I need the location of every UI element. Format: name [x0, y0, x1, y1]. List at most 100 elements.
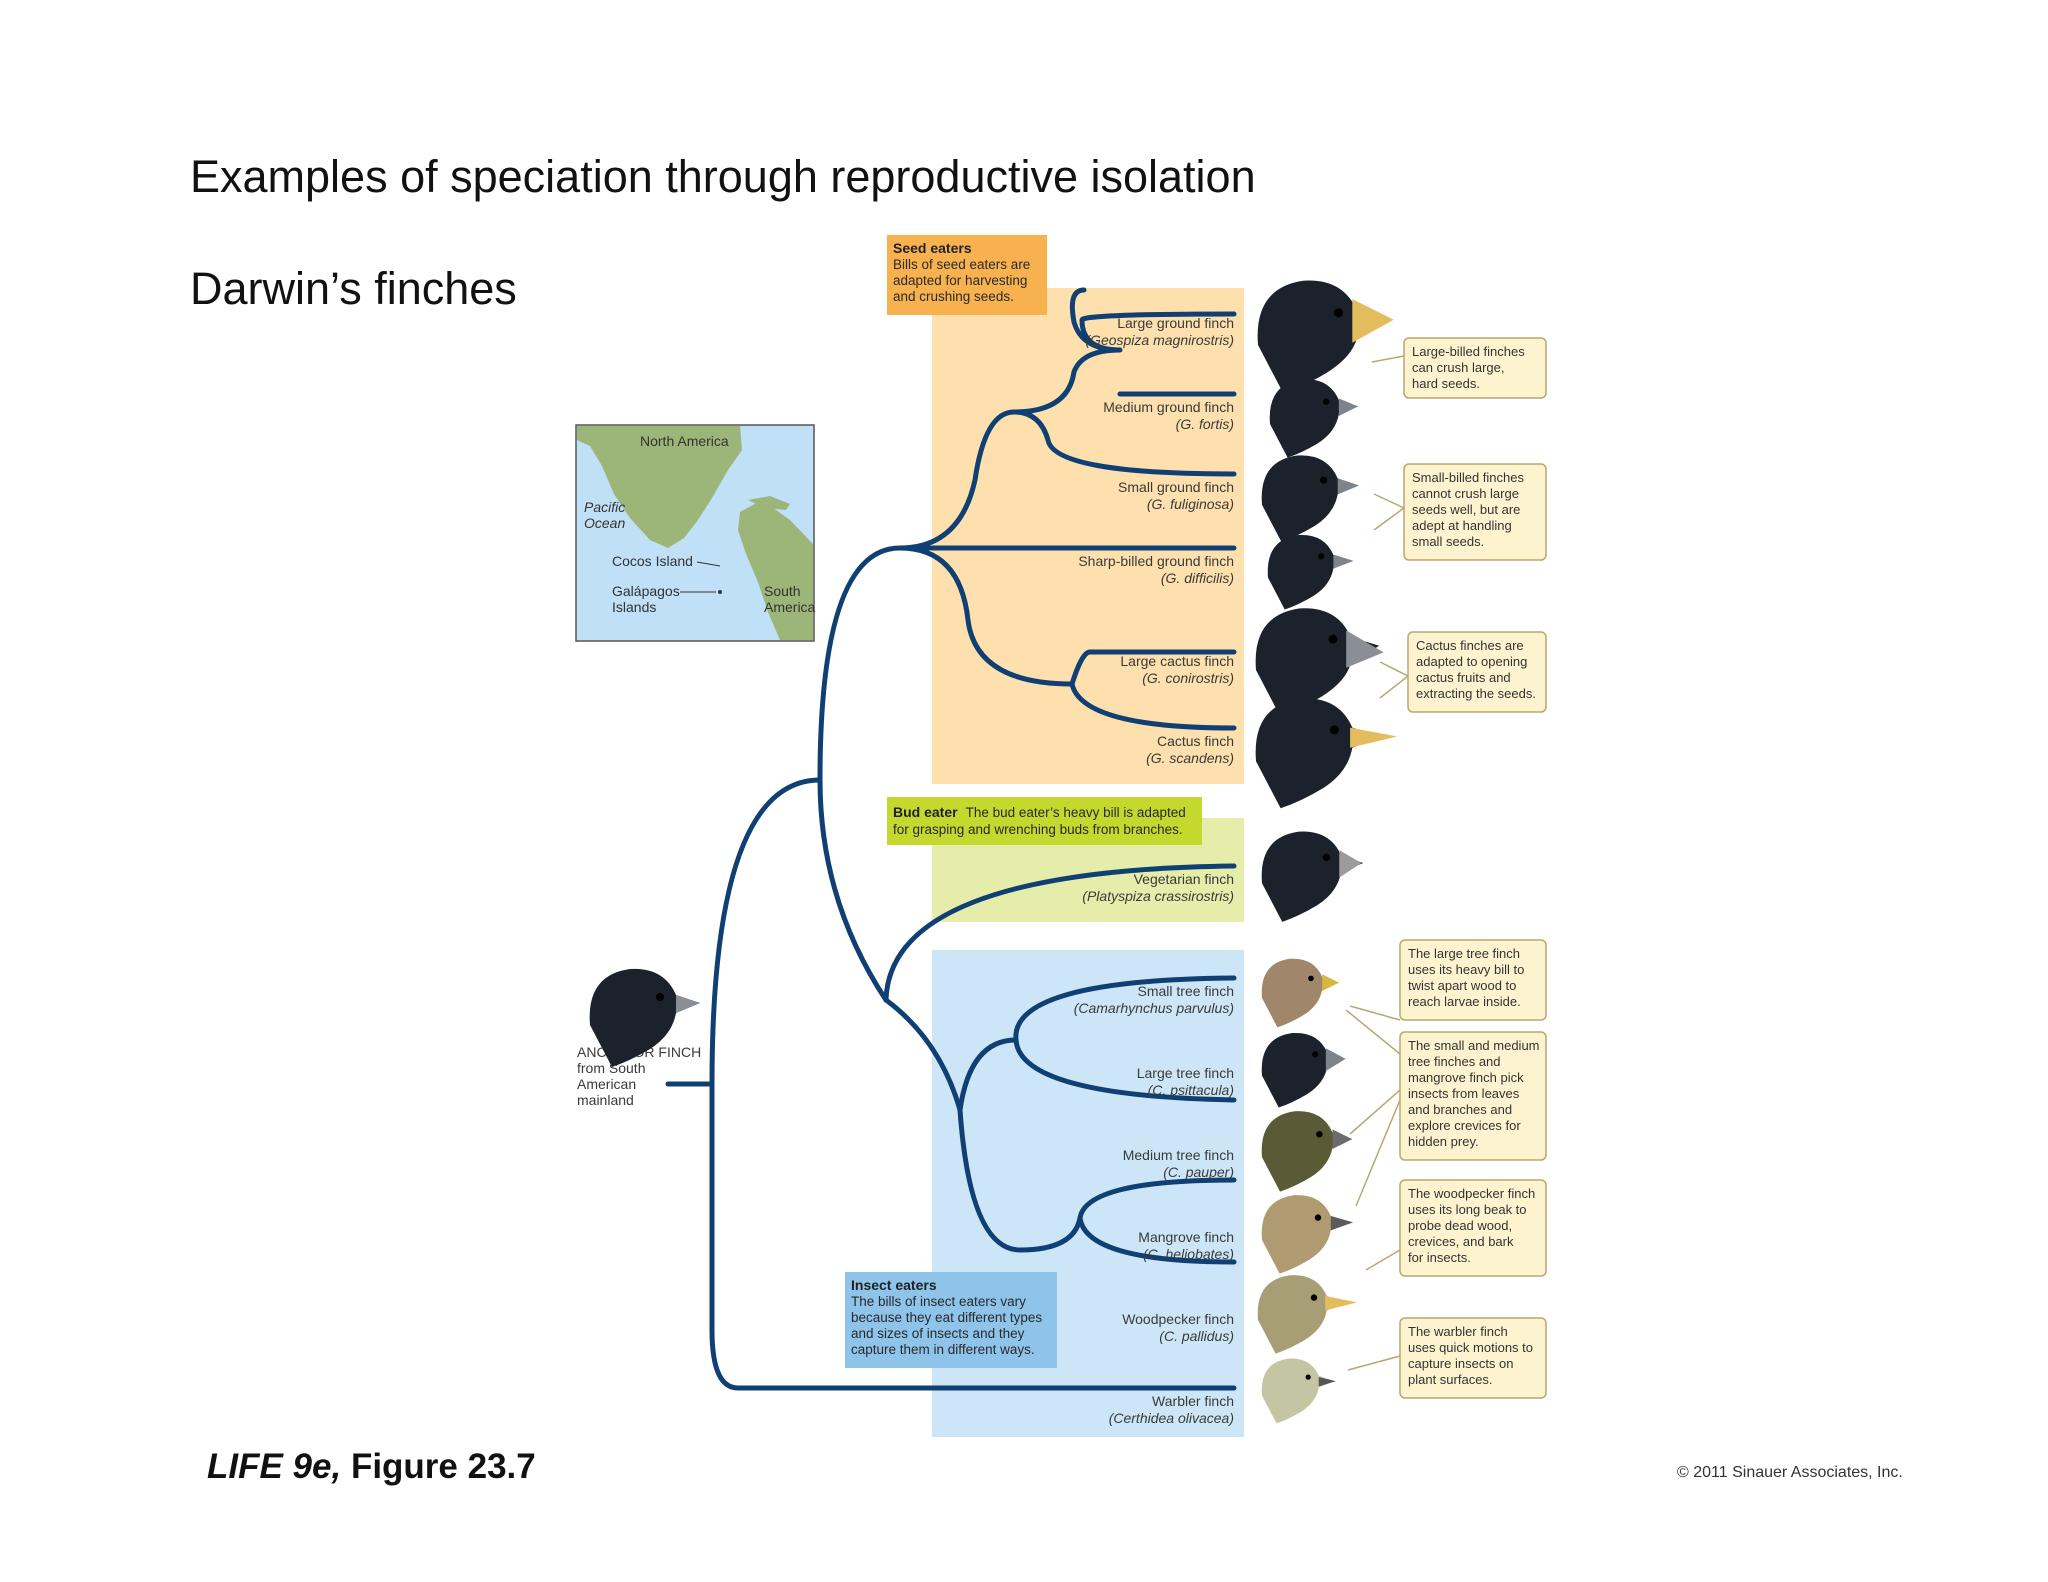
- callout-4-line-4: and branches and: [1408, 1102, 1512, 1117]
- species-sci-9: (C. pauper): [1163, 1164, 1234, 1180]
- figure-label-number: Figure 23.7: [341, 1447, 536, 1486]
- species-sci-8: (C. psittacula): [1148, 1082, 1234, 1098]
- insect-eaters-box: Insect eaters The bills of insect eaters…: [845, 1272, 1057, 1368]
- insect-eaters-line-1: The bills of insect eaters vary: [851, 1294, 1026, 1309]
- mangrove-finch-icon: [1261, 1195, 1354, 1274]
- medium-tree-finch-icon: [1261, 1111, 1353, 1192]
- species-name-8: Large tree finch: [1137, 1065, 1234, 1081]
- map-label-south-america-2: America: [764, 599, 816, 615]
- species-name-10: Mangrove finch: [1138, 1229, 1234, 1245]
- callout-1-line-1: cannot crush large: [1412, 486, 1519, 501]
- map-label-south-america-1: South: [764, 583, 801, 599]
- callout-1-line-3: adept at handling: [1412, 518, 1512, 533]
- slide-subtitle: Darwin’s finches: [190, 263, 517, 314]
- slide-title: Examples of speciation through reproduct…: [190, 151, 1256, 202]
- callout-cactus: Cactus finches are adapted to opening ca…: [1379, 631, 1547, 713]
- callout-large-tree: The large tree finch uses its heavy bill…: [1349, 939, 1547, 1021]
- callout-6-line-0: The warbler finch: [1408, 1324, 1508, 1339]
- callout-small-medium-tree: The small and medium tree finches and ma…: [1345, 1009, 1547, 1207]
- warbler-finch-icon: [1261, 1358, 1336, 1424]
- callout-large-billed: Large-billed finches can crush large, ha…: [1371, 337, 1547, 399]
- species-name-3: Sharp-billed ground finch: [1078, 553, 1234, 569]
- species-name-12: Warbler finch: [1152, 1393, 1234, 1409]
- large-cactus-finch-icon: [1255, 608, 1384, 717]
- ancestor-finch-icon: [589, 968, 700, 1067]
- callout-woodpecker: The woodpecker finch uses its long beak …: [1365, 1179, 1547, 1277]
- callout-6-line-1: uses quick motions to: [1408, 1340, 1533, 1355]
- callout-4-line-1: tree finches and: [1408, 1054, 1501, 1069]
- ancestor-line-3: American: [577, 1076, 636, 1092]
- ancestor-line-4: mainland: [577, 1092, 634, 1108]
- species-sci-7: (Camarhynchus parvulus): [1074, 1000, 1234, 1016]
- seed-eaters-line-3: and crushing seeds.: [893, 289, 1014, 304]
- species-name-2: Small ground finch: [1118, 479, 1234, 495]
- species-sci-12: (Certhidea olivacea): [1109, 1410, 1234, 1426]
- map-label-north-america: North America: [640, 433, 729, 449]
- bud-eater-head: Bud eater: [893, 804, 958, 820]
- callout-1-line-4: small seeds.: [1412, 534, 1484, 549]
- species-name-4: Large cactus finch: [1120, 653, 1234, 669]
- map-label-cocos: Cocos Island: [612, 553, 693, 569]
- callout-4-line-2: mangrove finch pick: [1408, 1070, 1524, 1085]
- finch-heads: [589, 280, 1398, 1424]
- callout-3-line-3: reach larvae inside.: [1408, 994, 1521, 1009]
- map-label-pacific-2: Ocean: [584, 515, 625, 531]
- vegetarian-finch-icon: [1261, 831, 1364, 922]
- callout-2-line-0: Cactus finches are: [1416, 638, 1524, 653]
- species-sci-4: (G. conirostris): [1142, 670, 1234, 686]
- callout-4-line-5: explore crevices for: [1408, 1118, 1521, 1133]
- cactus-finch-icon: [1255, 698, 1398, 809]
- callout-2-line-1: adapted to opening: [1416, 654, 1527, 669]
- species-name-11: Woodpecker finch: [1122, 1311, 1234, 1327]
- large-ground-finch-icon: [1257, 280, 1394, 394]
- callout-5-line-1: uses its long beak to: [1408, 1202, 1527, 1217]
- seed-eaters-box: Seed eaters Bills of seed eaters are ada…: [887, 235, 1047, 315]
- species-name-1: Medium ground finch: [1103, 399, 1234, 415]
- callout-2-line-2: cactus fruits and: [1416, 670, 1511, 685]
- callout-2-line-3: extracting the seeds.: [1416, 686, 1536, 701]
- medium-ground-finch-icon: [1269, 379, 1358, 458]
- callout-warbler: The warbler finch uses quick motions to …: [1347, 1317, 1547, 1399]
- bud-eater-line-2: for grasping and wrenching buds from bra…: [893, 822, 1183, 837]
- species-sci-11: (C. pallidus): [1159, 1328, 1234, 1344]
- callout-0-line-1: can crush large,: [1412, 360, 1505, 375]
- callout-5-line-4: for insects.: [1408, 1250, 1471, 1265]
- species-sci-0: (Geospiza magnirostris): [1085, 332, 1234, 348]
- callout-1-line-2: seeds well, but are: [1412, 502, 1520, 517]
- callout-3-line-2: twist apart wood to: [1408, 978, 1516, 993]
- seed-eaters-line-1: Bills of seed eaters are: [893, 257, 1030, 272]
- callout-4-line-6: hidden prey.: [1408, 1134, 1479, 1149]
- ancestor-line-2: from South: [577, 1060, 645, 1076]
- species-sci-1: (G. fortis): [1176, 416, 1234, 432]
- seed-eaters-head: Seed eaters: [893, 240, 972, 256]
- bud-eater-box: Bud eater The bud eater’s heavy bill is a…: [887, 797, 1202, 845]
- insect-eaters-line-3: and sizes of insects and they: [851, 1326, 1025, 1341]
- callout-3-line-1: uses its heavy bill to: [1408, 962, 1524, 977]
- callout-1-line-0: Small-billed finches: [1412, 470, 1524, 485]
- woodpecker-finch-icon: [1257, 1275, 1358, 1354]
- species-labels: Large ground finch (Geospiza magnirostri…: [1074, 315, 1234, 1426]
- species-name-0: Large ground finch: [1117, 315, 1234, 331]
- callout-0-line-2: hard seeds.: [1412, 376, 1480, 391]
- species-name-5: Cactus finch: [1157, 733, 1234, 749]
- species-sci-3: (G. difficilis): [1161, 570, 1234, 586]
- map-label-pacific-1: Pacific: [584, 499, 625, 515]
- callout-5-line-2: probe dead wood,: [1408, 1218, 1512, 1233]
- small-ground-finch-icon: [1261, 455, 1359, 542]
- callout-6-line-3: plant surfaces.: [1408, 1372, 1493, 1387]
- phylogenetic-tree: [665, 287, 1237, 1391]
- callout-0-line-0: Large-billed finches: [1412, 344, 1525, 359]
- map-label-galapagos-2: Islands: [612, 599, 656, 615]
- callout-4-line-3: insects from leaves: [1408, 1086, 1520, 1101]
- species-name-9: Medium tree finch: [1123, 1147, 1234, 1163]
- insect-eaters-head: Insect eaters: [851, 1277, 937, 1293]
- bud-eater-line-1: The bud eater’s heavy bill is adapted: [966, 805, 1186, 820]
- figure-label-book: LIFE 9e,: [207, 1447, 342, 1486]
- species-sci-10: (C. heliobates): [1143, 1246, 1234, 1262]
- species-name-7: Small tree finch: [1138, 983, 1234, 999]
- species-sci-6: (Platyspiza crassirostris): [1082, 888, 1234, 904]
- species-sci-5: (G. scandens): [1146, 750, 1234, 766]
- callout-small-billed: Small-billed finches cannot crush large …: [1373, 463, 1547, 561]
